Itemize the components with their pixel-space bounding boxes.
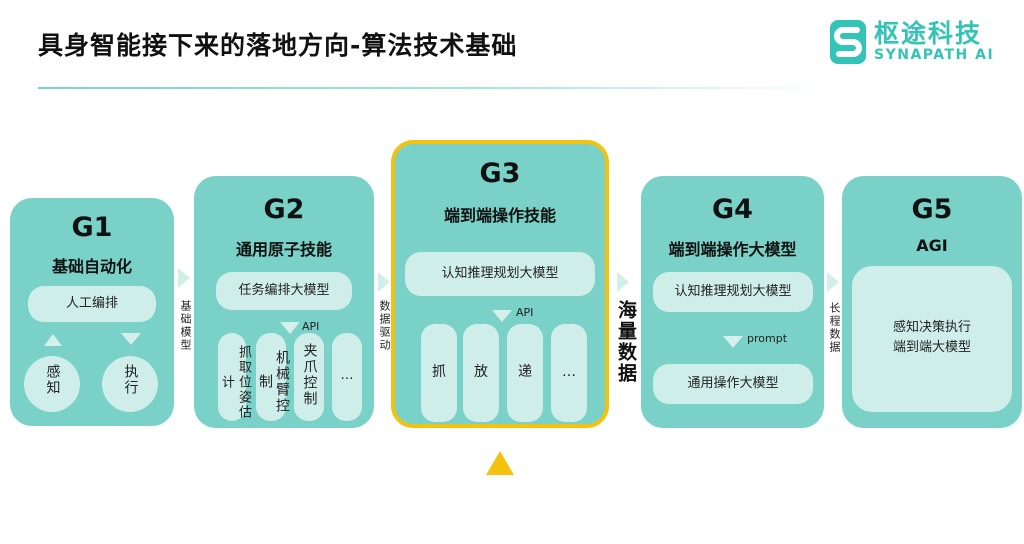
g1-up-arrow-icon [44, 334, 62, 346]
g3-card-highlighted: G3 端到端操作技能 认知推理规划大模型 API 抓 放 递 … [391, 140, 609, 428]
g1-perception-label: 感知 [44, 364, 61, 396]
g2-api-arrow-icon [280, 322, 300, 334]
g3-subtitle: 端到端操作技能 [443, 206, 556, 225]
company-logo: 枢途科技 SYNAPATH AI [828, 14, 1008, 72]
g4-subtitle: 端到端操作大模型 [668, 240, 797, 259]
g2-g3-arrow-icon [378, 272, 390, 292]
g1-orchestration-pill: 人工编排 [28, 286, 156, 322]
g3-api-arrow-icon [492, 310, 512, 322]
g2-subtitle: 通用原子技能 [235, 240, 332, 259]
logo-english-name: SYNAPATH AI [874, 47, 995, 63]
g1-down-arrow-icon [121, 333, 141, 345]
g1-g2-arrow-icon [178, 268, 190, 288]
g3-label: G3 [479, 158, 521, 189]
g4-prompt-arrow-icon [723, 336, 743, 348]
g1-perception-circle: 感知 [24, 356, 80, 412]
g3-skill-grasp: 抓 [421, 324, 457, 422]
g2-skill-gripper-control: 夹爪控制 [294, 333, 324, 421]
g4-label: G4 [712, 194, 753, 225]
g4-prompt-label: prompt [747, 332, 788, 345]
g2-skill-grasp-pose-label: 抓取位姿估计 [219, 344, 251, 420]
g5-label: G5 [911, 194, 953, 225]
g3-skill-place: 放 [463, 324, 499, 422]
g1-g2-label: 基础模型 [179, 300, 192, 352]
g4-g5-label: 长程数据 [828, 302, 841, 354]
g5-end-to-end-model-box: 感知决策执行 端到端大模型 [852, 266, 1012, 412]
current-stage-marker-icon [486, 451, 514, 475]
g1-card: G1 基础自动化 人工编排 感知 执行 [10, 198, 174, 426]
g3-skill-place-label: 放 [474, 364, 488, 380]
g5-subtitle: AGI [916, 236, 948, 255]
g5-box-line2: 端到端大模型 [892, 340, 971, 355]
g3-g4-label: 海量数据 [615, 300, 637, 384]
g4-g5-arrow-icon [827, 272, 839, 292]
g3-skill-more-label: … [562, 364, 576, 380]
g5-card: G5 AGI 感知决策执行 端到端大模型 [842, 176, 1022, 428]
g1-execution-label: 执行 [122, 364, 139, 396]
g2-card: G2 通用原子技能 任务编排大模型 API 抓取位姿估计 机械臂控制 夹爪控制 … [194, 176, 374, 428]
g2-skill-arm-control-label: 机械臂控制 [257, 350, 290, 414]
g2-skill-arm-control: 机械臂控制 [256, 333, 290, 421]
logo-chinese-name: 枢途科技 [874, 19, 983, 48]
g2-skill-more-label: … [340, 368, 354, 383]
title-underline [38, 87, 828, 89]
g2-g3-label: 数据驱动 [378, 300, 391, 352]
g2-api-label: API [302, 320, 320, 333]
g2-label: G2 [263, 194, 305, 225]
g4-card: G4 端到端操作大模型 认知推理规划大模型 prompt 通用操作大模型 [641, 176, 824, 428]
g3-skill-grasp-label: 抓 [432, 364, 446, 380]
g1-label: G1 [71, 212, 113, 243]
g3-api-label: API [516, 306, 534, 319]
g2-skill-more: … [332, 333, 362, 421]
g3-skill-handover-label: 递 [518, 364, 532, 380]
logo-s-icon [830, 20, 866, 64]
g4-operation-model-pill: 通用操作大模型 [653, 364, 813, 404]
g2-task-planner-pill: 任务编排大模型 [216, 272, 352, 310]
g5-box-line1: 感知决策执行 [892, 320, 971, 335]
g3-cognitive-planner-pill: 认知推理规划大模型 [405, 252, 595, 296]
g3-skill-more: … [551, 324, 587, 422]
g1-subtitle: 基础自动化 [51, 257, 132, 276]
g2-skill-grasp-pose: 抓取位姿估计 [218, 333, 251, 421]
g3-g4-arrow-icon [617, 272, 629, 292]
g1-execution-circle: 执行 [102, 356, 158, 412]
page-title: 具身智能接下来的落地方向-算法技术基础 [38, 31, 518, 60]
g3-skill-handover: 递 [507, 324, 543, 422]
g4-cognitive-planner-pill: 认知推理规划大模型 [653, 272, 813, 312]
g2-skill-gripper-control-label: 夹爪控制 [301, 343, 318, 407]
